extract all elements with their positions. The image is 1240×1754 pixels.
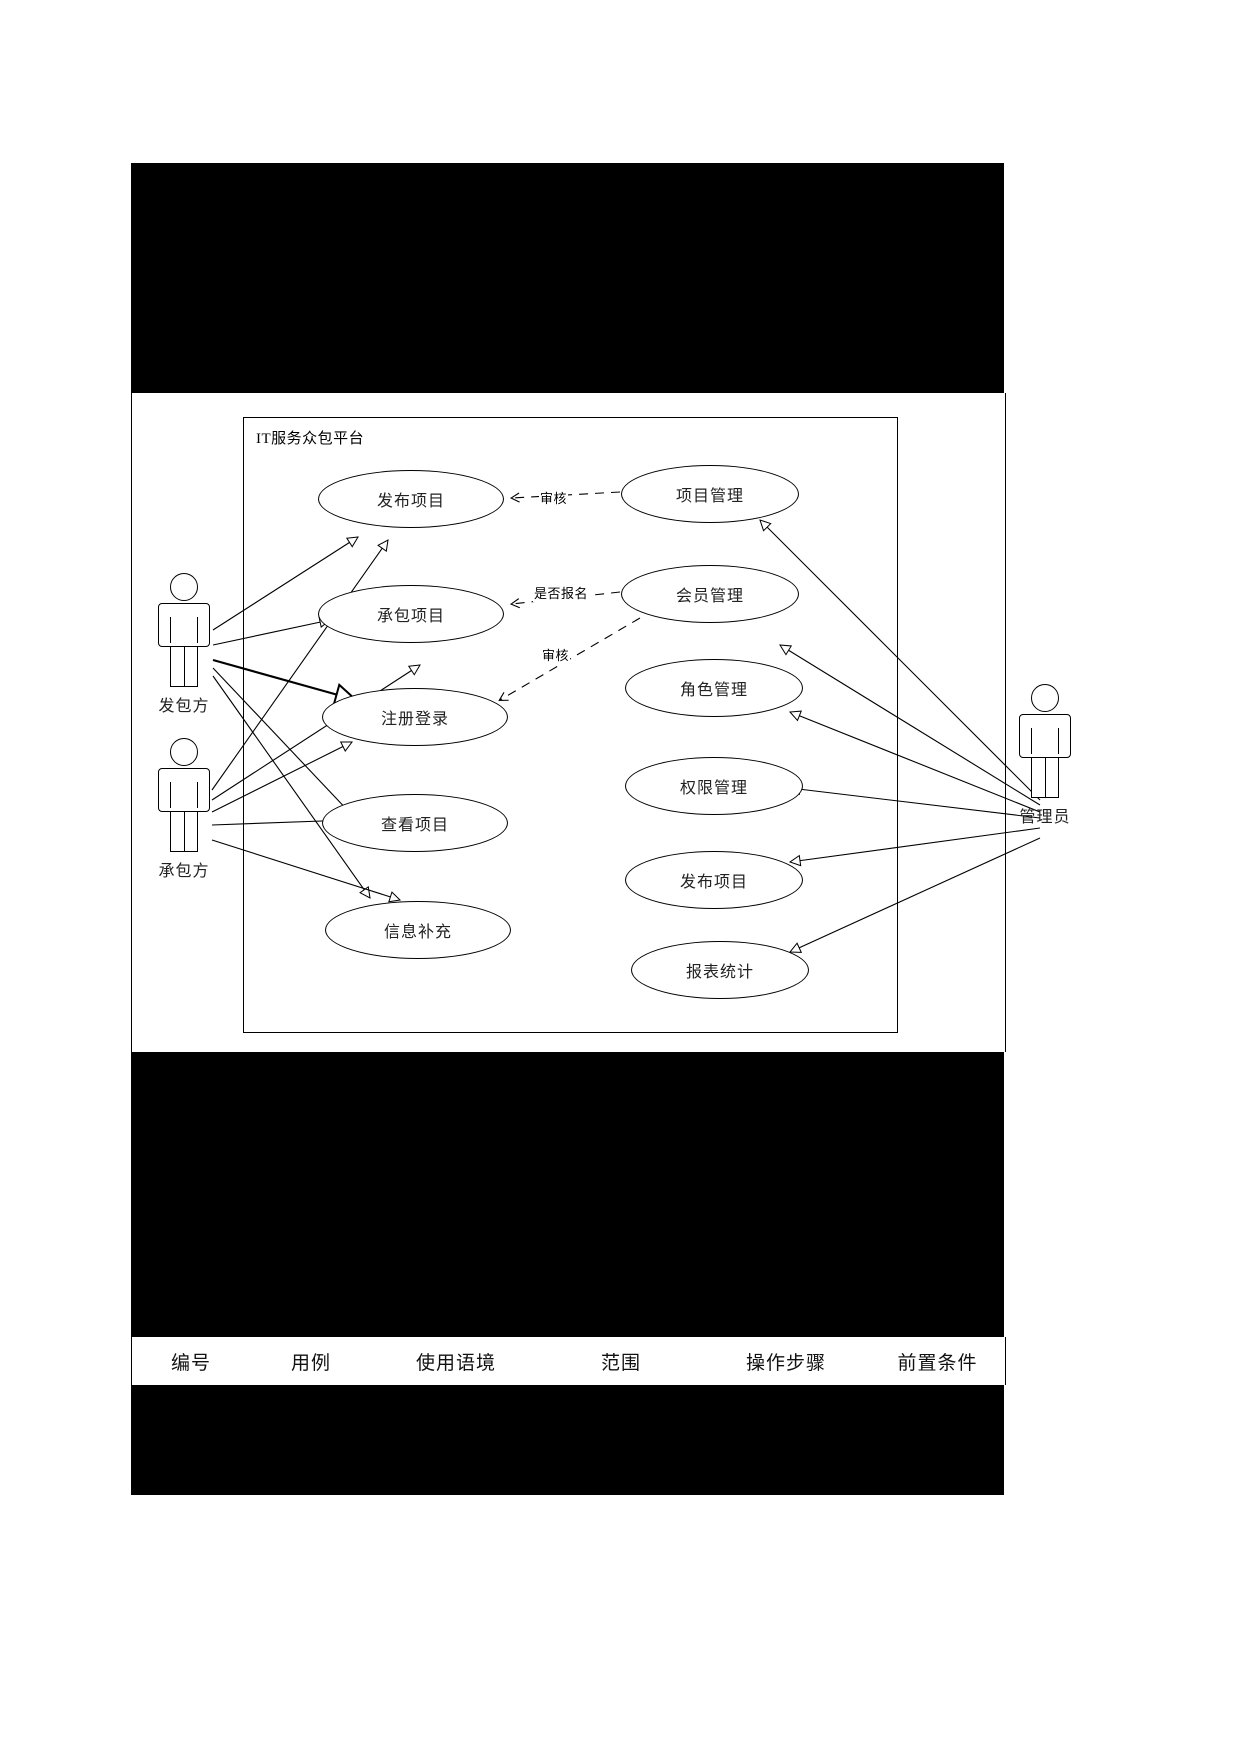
- actor-head-icon: [170, 738, 198, 766]
- usecase-label: 承包项目: [376, 608, 445, 625]
- redacted-region-footer: [131, 1385, 1004, 1495]
- usecase-info-supplement[interactable]: 信息补充: [325, 901, 511, 959]
- table-header-cell-scope: 范围: [600, 1352, 641, 1374]
- usecase-admin-publish-project[interactable]: 发布项目: [625, 851, 803, 909]
- redacted-region-top: [131, 163, 1004, 393]
- table-header-cell-context: 使用语境: [415, 1352, 496, 1374]
- actor-body-icon: [158, 603, 210, 647]
- actor-label: 发包方: [158, 698, 210, 715]
- usecase-label: 项目管理: [675, 488, 744, 505]
- actor-body-icon: [1019, 714, 1071, 758]
- usecase-contract-project[interactable]: 承包项目: [318, 585, 504, 643]
- usecase-label: 权限管理: [679, 780, 748, 797]
- actor-admin[interactable]: 管理员: [1012, 684, 1078, 827]
- usecase-label: 发布项目: [679, 874, 748, 891]
- system-boundary-title: IT服务众包平台: [256, 431, 365, 447]
- usecase-member-management[interactable]: 会员管理: [621, 565, 799, 623]
- table-header-cell-steps: 操作步骤: [745, 1352, 826, 1374]
- usecase-publish-project[interactable]: 发布项目: [318, 470, 504, 528]
- actor-body-icon: [158, 768, 210, 812]
- usecase-view-project[interactable]: 查看项目: [322, 794, 508, 852]
- actor-legs-icon: [1031, 758, 1059, 798]
- usecase-label: 角色管理: [679, 682, 748, 699]
- edge-label-audit-member: 审核: [541, 645, 571, 664]
- redacted-region-bottom: [131, 1052, 1004, 1337]
- actor-publisher[interactable]: 发包方: [151, 573, 217, 716]
- edge-label-audit-project: 审核: [539, 488, 569, 507]
- actor-head-icon: [1031, 684, 1059, 712]
- actor-label: 承包方: [158, 863, 210, 880]
- usecase-label: 查看项目: [380, 817, 449, 834]
- actor-contractor[interactable]: 承包方: [151, 738, 217, 881]
- actor-legs-icon: [170, 812, 198, 852]
- usecase-label: 报表统计: [685, 964, 754, 981]
- usecase-role-management[interactable]: 角色管理: [625, 659, 803, 717]
- actor-head-icon: [170, 573, 198, 601]
- table-header-cell-usecase: 用例: [290, 1352, 331, 1374]
- edge-label-signup: 是否报名: [533, 583, 590, 602]
- actor-legs-icon: [170, 647, 198, 687]
- usecase-report-statistics[interactable]: 报表统计: [631, 941, 809, 999]
- usecase-project-management[interactable]: 项目管理: [621, 465, 799, 523]
- usecase-label: 注册登录: [380, 711, 449, 728]
- usecase-permission-management[interactable]: 权限管理: [625, 757, 803, 815]
- table-sheet: [131, 1337, 1006, 1385]
- usecase-label: 发布项目: [376, 493, 445, 510]
- actor-label: 管理员: [1019, 809, 1071, 826]
- usecase-label: 信息补充: [383, 924, 452, 941]
- usecase-register-login[interactable]: 注册登录: [322, 688, 508, 746]
- usecase-label: 会员管理: [675, 588, 744, 605]
- table-header-row: 编号 用例 使用语境 范围 操作步骤 前置条件: [131, 1337, 1004, 1385]
- table-header-cell-id: 编号: [170, 1352, 211, 1374]
- table-header-cell-precond: 前置条件: [897, 1352, 978, 1374]
